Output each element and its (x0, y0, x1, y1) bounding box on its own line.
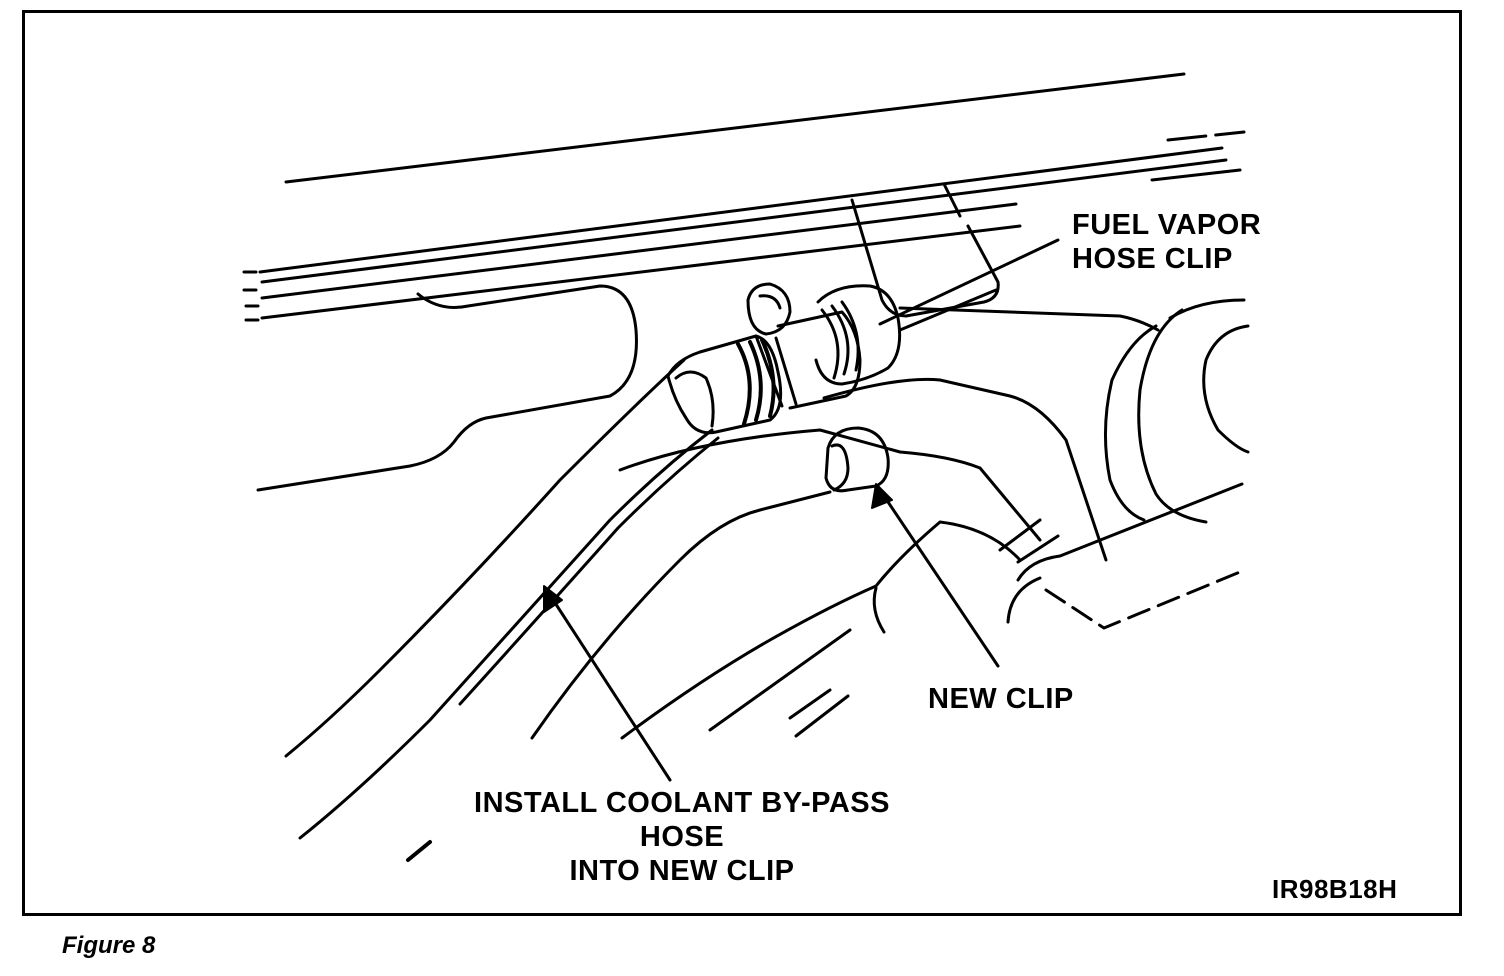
left-pipe-top (256, 284, 638, 492)
small-dash (406, 840, 432, 862)
new-clip-arrowhead (871, 483, 893, 509)
bypass-arrowhead (543, 585, 563, 613)
fuel-vapor-leader (878, 238, 1060, 326)
duct-strut (998, 518, 1060, 564)
body-edge-line-2 (260, 158, 1228, 284)
install-instruction-line1: INSTALL COOLANT BY-PASS (474, 787, 890, 819)
air-cleaner-body (1137, 308, 1208, 524)
figure-caption: Figure 8 (62, 932, 156, 959)
bypass-hose-inner-2 (458, 436, 720, 706)
fuel-vapor-clip-label: FUEL VAPOR HOSE CLIP (1072, 208, 1261, 276)
fuel-hose-fitting (814, 284, 902, 386)
body-edge-dashed (1166, 130, 1246, 142)
duct-upper (1016, 482, 1244, 582)
body-edge-dash-short (1150, 168, 1242, 182)
rail-line-2 (260, 224, 1022, 320)
figure-frame (22, 10, 1462, 916)
fuel-vapor-clip-label-line1: FUEL VAPOR (1072, 209, 1262, 241)
air-cleaner-outer (1103, 324, 1158, 522)
body-edge-top (284, 72, 1186, 184)
fuel-vapor-clip (746, 282, 792, 336)
new-clip-inner (830, 443, 850, 492)
clip-legs (754, 334, 798, 408)
air-cleaner-top (1168, 298, 1246, 320)
drawing-code: IR98B18H (1272, 874, 1398, 904)
install-instruction-label: INSTALL COOLANT BY-PASS HOSE INTO NEW CL… (462, 786, 902, 888)
fuel-vapor-clip-label-line2: HOSE CLIP (1072, 243, 1233, 275)
install-instruction-line3: INTO NEW CLIP (569, 855, 795, 887)
runner-mid (618, 428, 1042, 542)
rail-line-1 (260, 202, 1018, 300)
duct-lower (1006, 576, 1042, 624)
body-edge-line (258, 146, 1224, 274)
runner-bottom-dashes (708, 628, 852, 738)
clamp-rings (736, 338, 776, 426)
install-instruction-line2: HOSE (639, 821, 725, 853)
bypass-hose-outer (284, 358, 686, 758)
new-clip-leader (878, 488, 1000, 668)
runner-lower-3 (872, 586, 886, 634)
bypass-hose-inner (298, 428, 714, 840)
bypass-leader (546, 590, 672, 782)
hose-end-inner (674, 370, 715, 428)
hose-end (666, 334, 783, 435)
duct-dashed (1044, 570, 1242, 630)
body-left-dashes (242, 270, 260, 322)
air-cleaner-lid (1202, 324, 1250, 454)
runner-lower (530, 490, 832, 740)
runner-top (822, 377, 1108, 562)
runner-lower-2 (620, 520, 1022, 740)
new-clip-label: NEW CLIP (928, 683, 1074, 715)
new-clip (824, 426, 890, 493)
fuel-fitting-rings (820, 300, 860, 380)
